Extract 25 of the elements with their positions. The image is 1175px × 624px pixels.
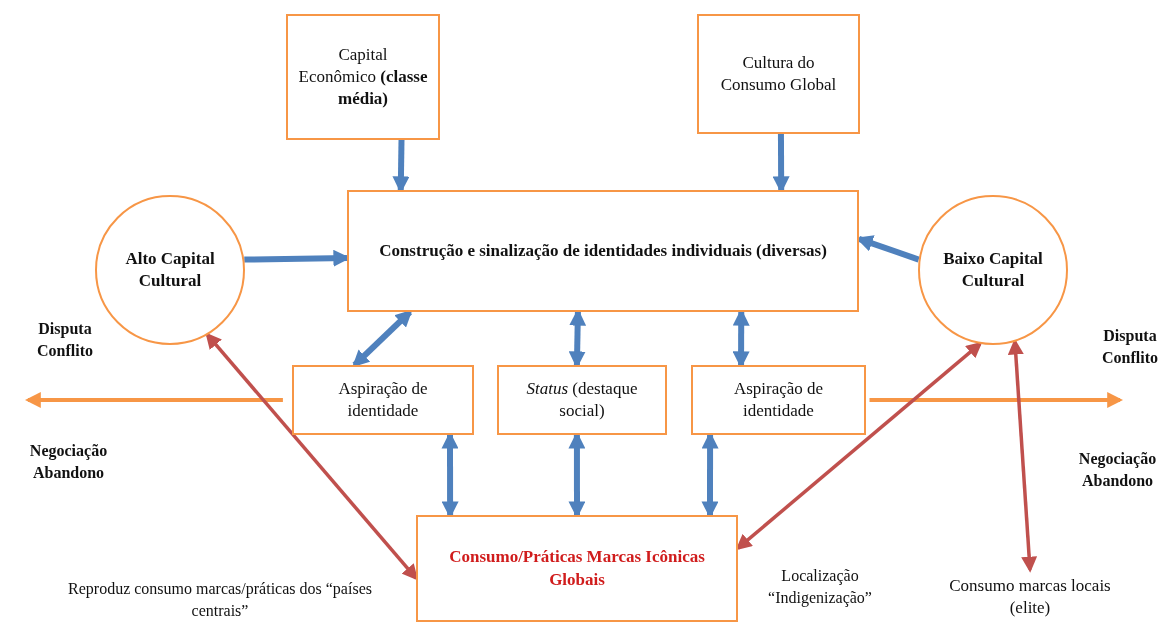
note-text: Reproduz consumo marcas/práticas dos “países centrais”	[67, 579, 373, 621]
arrow	[24, 392, 283, 408]
note-text: Localização “Indigenização”	[767, 566, 873, 609]
node-label: Construção e sinalização de identidades individuais (diversas)	[379, 239, 827, 262]
node-label: Aspiração de identidade	[732, 377, 825, 422]
outcome-label: Disputa Conflito	[36, 319, 94, 361]
node-label: Aspiração de identidade	[337, 377, 429, 422]
aspect-box	[497, 365, 667, 435]
node-label: Status (destaque social)	[525, 377, 639, 422]
arrow	[869, 392, 1124, 408]
central-process-box	[347, 190, 859, 312]
node-label: Cultura do Consumo Global	[719, 51, 838, 96]
outcome-label: Negociação Abandono	[28, 441, 109, 483]
factor-box	[286, 14, 440, 140]
consumption-box	[416, 515, 738, 622]
node-text: Consumo marcas locais (elite)	[948, 574, 1112, 619]
aspect-box	[292, 365, 474, 435]
node-label: Capital Econômico (classe média)	[298, 43, 428, 111]
node-label: Baixo Capital Cultural	[942, 247, 1044, 292]
outcome-label: Disputa Conflito	[1101, 326, 1159, 368]
outcome-label: Negociação Abandono	[1077, 449, 1158, 491]
node-label: Alto Capital Cultural	[124, 247, 216, 292]
node-label: Consumo/Práticas Marcas Icônicas Globais	[448, 546, 706, 591]
factor-box	[697, 14, 860, 134]
aspect-box	[691, 365, 866, 435]
